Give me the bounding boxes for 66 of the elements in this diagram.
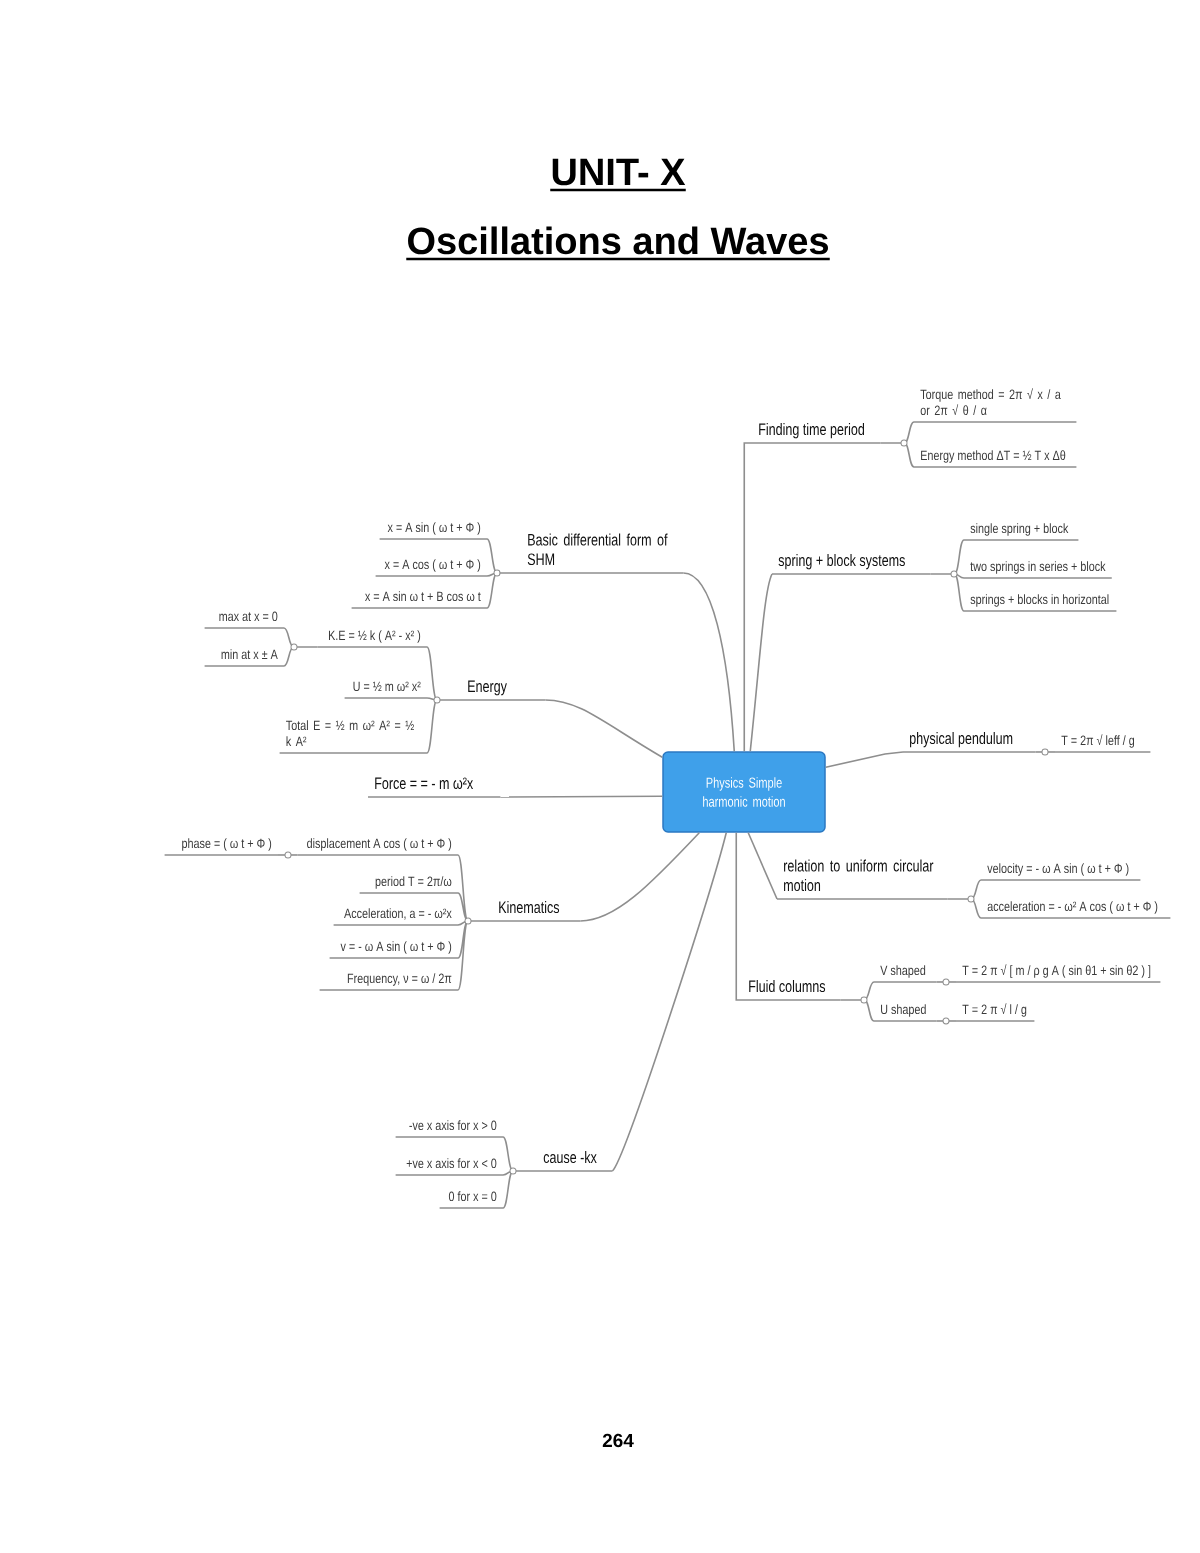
branch-label: Force = = - m ω²x [367, 777, 502, 798]
page-number: 264 [602, 1433, 634, 1448]
branch-line [426, 646, 462, 754]
branch-line [747, 831, 778, 900]
branch-label: U shaped [873, 1004, 938, 1022]
branch-label: Kinematics [491, 901, 582, 922]
branch-line [735, 831, 743, 1001]
branch-label: x = A sin ω t + B cos ω t [350, 591, 488, 609]
branch-label: physical pendulum [902, 732, 1037, 753]
branch-line [579, 831, 701, 922]
branch-label: period T = 2π/ω [358, 876, 459, 894]
branch-label: Frequency, ν = ω / 2π [318, 973, 459, 991]
branch-label: phase = ( ω t + Φ ) [163, 838, 279, 856]
branch-label: -ve x axis for x > 0 [394, 1120, 504, 1138]
branch-label: velocity = - ω A sin ( ω t + Φ ) [980, 863, 1142, 881]
branch-line [682, 572, 736, 753]
branch-label: spring + block systems [771, 554, 932, 575]
branch-label: T = 2 π √ [ m / ρ g A ( sin θ1 + sin θ2 ) ] [955, 964, 1162, 983]
branch-line [935, 1020, 957, 1022]
branch-line [486, 538, 522, 609]
branch-line [879, 421, 915, 468]
branch-label: Total E = ½ m ω² A² = ½ k A² [278, 720, 428, 754]
branch-label: x = A cos ( ω t + Φ ) [374, 559, 488, 577]
branch-label: springs + blocks in horizontal [963, 594, 1118, 612]
branch-label: displacement A cos ( ω t + Φ ) [296, 838, 459, 856]
branch-label: U = ½ m ω² x² [343, 681, 428, 699]
branch-line [946, 879, 982, 919]
branch-label: V shaped [873, 965, 938, 983]
branch-line [1034, 751, 1056, 753]
title: UNIT- X [550, 158, 686, 192]
branch-line [824, 751, 904, 769]
branch-line [839, 981, 875, 1022]
branch-label: T = 2π √ leff / g [1054, 734, 1152, 753]
branch-label: single spring + block [963, 523, 1080, 541]
branch-label: relation to uniform circular motion [776, 859, 949, 900]
branch-label: cause -kx [536, 1151, 614, 1172]
branch-line [457, 854, 493, 991]
branch-line [929, 539, 965, 612]
branch-line [283, 627, 319, 667]
branch-label: +ve x axis for x < 0 [394, 1158, 504, 1176]
branch-line [544, 699, 664, 759]
branch-label: Acceleration, a = - ω²x [332, 908, 459, 926]
branch-label: K.E = ½ k ( A² - x² ) [316, 630, 428, 648]
branch-label: Energy [460, 680, 547, 701]
branch-label: Energy method ΔT = ½ T x Δθ [913, 450, 1078, 468]
branch-label: min at x ± A [203, 649, 285, 667]
branch-line [743, 442, 753, 753]
branch-label: two springs in series + block [963, 561, 1113, 579]
branch-label: x = A sin ( ω t + Φ ) [378, 522, 488, 540]
branch-label: Torque method = 2π √ x / a or 2π √ θ / α [913, 388, 1078, 423]
branch-label: max at x = 0 [203, 611, 285, 629]
branch-line [935, 981, 957, 983]
branch-label: Fluid columns [741, 980, 842, 1001]
branch-label: Finding time period [751, 423, 882, 444]
branch-label: Basic differential form of SHM [520, 533, 685, 574]
branch-label: acceleration = - ω² A cos ( ω t + Φ ) [980, 901, 1172, 919]
branch-line [611, 831, 728, 1172]
branch-label: T = 2 π √ l / g [955, 1003, 1036, 1022]
branch-line [502, 1136, 538, 1209]
topic-box: Physics Simple harmonic motion [662, 751, 826, 833]
branch-label: 0 for x = 0 [438, 1191, 504, 1209]
branch-line [499, 795, 664, 798]
subtitle: Oscillations and Waves [406, 226, 830, 261]
branch-line [277, 854, 299, 856]
branch-label: v = - ω A sin ( ω t + Φ ) [328, 941, 459, 959]
branch-line [749, 573, 773, 753]
